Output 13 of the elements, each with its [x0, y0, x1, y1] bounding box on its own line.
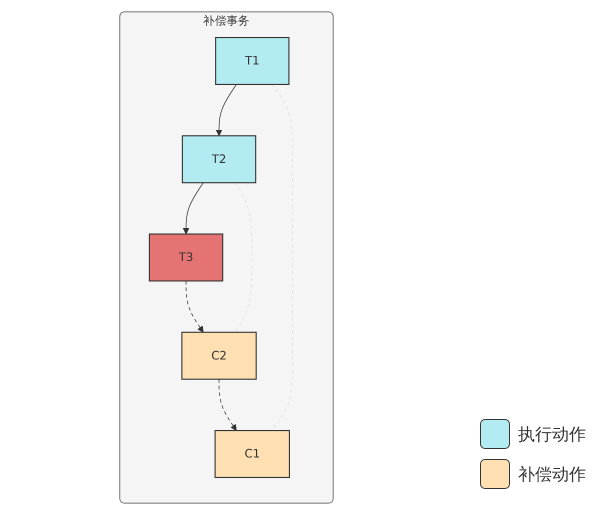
- node-box: C2: [180, 332, 256, 380]
- connector: [234, 182, 252, 333]
- node-box: T3: [148, 233, 223, 282]
- node-box: C1: [214, 430, 290, 478]
- node-box: T2: [181, 135, 256, 184]
- arrow: [218, 378, 236, 431]
- legend-label: 执行动作: [518, 424, 586, 446]
- arrow: [185, 280, 204, 333]
- connector: [270, 84, 292, 431]
- arrow: [215, 84, 236, 136]
- node-box: T1: [214, 36, 289, 85]
- arrow: [182, 182, 204, 234]
- legend-label: 补偿动作: [518, 464, 586, 486]
